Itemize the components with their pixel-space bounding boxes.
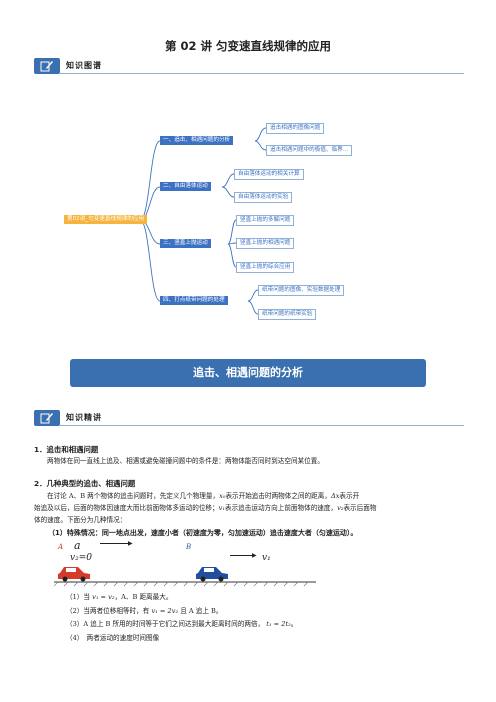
mindmap-branch-4: 四、打点纸带问题的处理 xyxy=(160,296,228,305)
chase-figure: A B a ▶ v₂=0 ▶ v₁ xyxy=(54,539,324,591)
v1-arrow xyxy=(230,555,254,556)
mindmap-leaf: 竖直上抛的综合应用 xyxy=(236,262,295,273)
mindmap-leaf: 纸带问题的图像、实验数据处理 xyxy=(258,285,345,296)
mindmap-root: 第02讲_匀变速直线规律的应用 xyxy=(64,215,148,224)
pencil-icon xyxy=(34,58,60,74)
label-b: B xyxy=(186,543,192,551)
heading-2: 2．几种典型的追击、相遇问题 xyxy=(34,479,136,488)
section-header-map: 知识图谱 xyxy=(34,58,464,74)
pencil-icon xyxy=(34,410,60,426)
label-a: A xyxy=(58,543,64,551)
accel-label: a xyxy=(74,539,81,552)
section-label: 知识图谱 xyxy=(66,61,102,70)
car-b-icon xyxy=(196,567,228,582)
mindmap-leaf: 追击相遇问题中的极值、临界… xyxy=(266,145,353,156)
section-header-lecture: 知识精讲 xyxy=(34,410,464,426)
heading-1: 1．追击和相遇问题 xyxy=(34,445,99,454)
mindmap-leaf: 自由落体运动的相关计算 xyxy=(234,169,304,180)
mindmap-branch-2: 二、自由落体运动 xyxy=(160,182,211,191)
mindmap-leaf: 竖直上抛的多解问题 xyxy=(236,215,295,226)
mindmap-leaf: 纸带问题的纸带实验 xyxy=(258,309,317,320)
mindmap-branch-3: 三、竖直上抛运动 xyxy=(160,239,211,248)
paragraph-2: 在讨论 A、B 两个物体的追击问题时，先定义几个物理量，x₀表示开始追击时两物体… xyxy=(34,492,377,524)
v2-label: v₂=0 xyxy=(70,553,92,563)
item-list: （1）当 v₁ = v₂，A、B 距离最大。 （2）当两者位移相等时，有 v₁ … xyxy=(66,591,466,645)
car-a-icon xyxy=(58,567,90,582)
section-label: 知识精讲 xyxy=(66,413,102,422)
section-banner: 追击、相遇问题的分析 xyxy=(70,359,426,387)
list-item: （3）A 追上 B 所用的时间等于它们之间达到最大距离时间的两倍， t₁ = 2… xyxy=(66,620,298,628)
mindmap-branch-1: 一、追击、相遇问题的分析 xyxy=(160,136,234,145)
case-1-heading: （1）特殊情况：同一地点出发，速度小者（初速度为零，匀加速运动）追击速度大者（匀… xyxy=(48,529,358,537)
mindmap-leaf: 追击相遇的图像问题 xyxy=(266,123,325,134)
mindmap-leaf: 自由落体运动的实验 xyxy=(234,192,293,203)
cars-and-ground xyxy=(54,567,316,587)
list-item: （2）当两者位移相等时，有 v₁ = 2v₂ 且 A 追上 B。 xyxy=(66,606,223,615)
page-title: 第 02 讲 匀变速直线规律的应用 xyxy=(164,39,331,53)
mindmap-leaf: 竖直上抛的相遇问题 xyxy=(236,238,295,249)
list-item: （1）当 v₁ = v₂，A、B 距离最大。 xyxy=(66,593,173,601)
v1-label: v₁ xyxy=(262,553,271,563)
list-item: （4） 两者运动的速度时间图像 xyxy=(66,633,160,642)
accel-arrow xyxy=(100,543,130,544)
paragraph-1: 两物体在同一直线上追及、相遇或避免碰撞问题中的条件是：两物体能否同时到达空间某位… xyxy=(47,457,324,465)
